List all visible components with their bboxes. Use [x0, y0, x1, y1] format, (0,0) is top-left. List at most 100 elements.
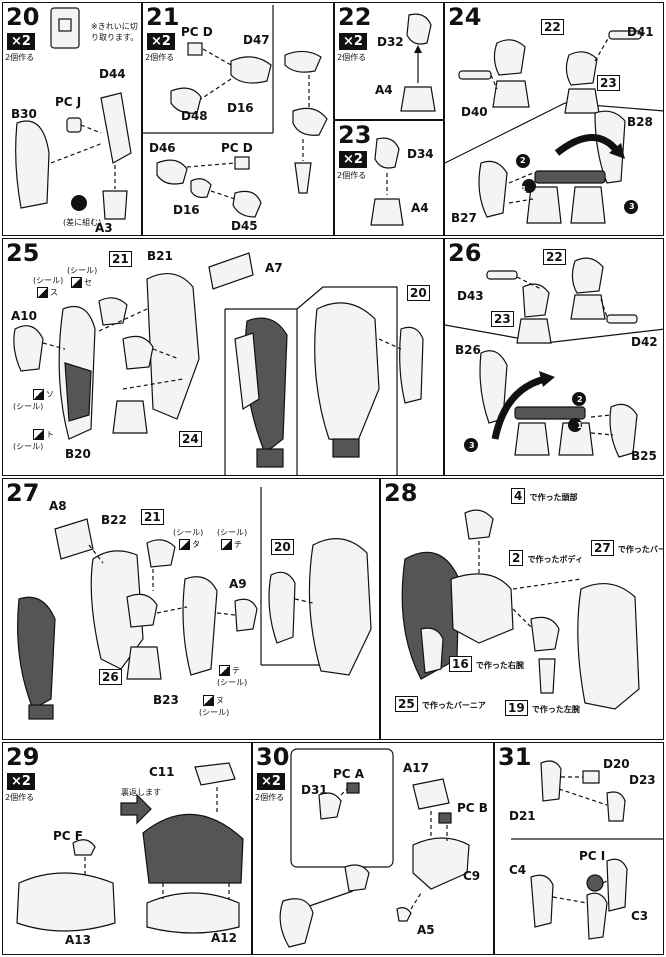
step-30-drawing: [279, 748, 470, 948]
seal-word: (シール): [217, 528, 248, 537]
step-number: 24: [448, 3, 482, 31]
step-reference: 22: [543, 249, 566, 265]
step-number: 30: [256, 743, 290, 771]
step-29-drawing: [16, 762, 244, 934]
part-label: B25: [631, 449, 657, 463]
step-31-drawing: [511, 760, 663, 940]
order-number: 2: [577, 395, 583, 404]
step-reference: 24: [179, 431, 202, 447]
step-25-drawing: [13, 252, 424, 475]
seal-marker: ス: [37, 287, 58, 298]
part-label: PC J: [55, 95, 82, 109]
order-number: 1: [577, 421, 583, 430]
seal-word: (シール): [217, 678, 248, 687]
step-number: 20: [6, 3, 40, 31]
part-label: A5: [417, 923, 435, 937]
step-reference: 2: [509, 550, 524, 566]
part-label: B28: [627, 115, 653, 129]
callout: 27 で作ったバーニア: [591, 540, 663, 556]
step-23-panel: 23 ×2 2個作る D34 A4: [334, 120, 444, 236]
multiplier-badge: ×2: [339, 151, 367, 168]
step-21-drawing: [143, 5, 328, 218]
step-number: 27: [6, 479, 40, 507]
seal-note: (シール): [173, 527, 203, 538]
seal-word: (シール): [13, 442, 44, 451]
multiplier-badge: ×2: [147, 33, 175, 50]
part-label: B30: [11, 107, 37, 121]
seal-icon: [219, 665, 230, 676]
seal-word: (シール): [173, 528, 204, 537]
part-label: D32: [377, 35, 404, 49]
step-reference: 19: [505, 700, 528, 716]
part-label: B26: [455, 343, 481, 357]
seal-note: (シール): [13, 401, 43, 412]
seal-word: (シール): [13, 402, 44, 411]
seal-code: チ: [234, 540, 242, 549]
part-label: A4: [411, 201, 429, 215]
seal-code: テ: [232, 666, 240, 675]
part-label: D46: [149, 141, 176, 155]
multiplier-badge: ×2: [257, 773, 285, 790]
seal-note: (シール): [217, 527, 247, 538]
part-label: D16: [173, 203, 200, 217]
step-number: 28: [384, 479, 418, 507]
step-reference: 27: [591, 540, 614, 556]
part-label: A4: [375, 83, 393, 97]
multiplier-badge: ×2: [339, 33, 367, 50]
callout-text: で作った右腕: [475, 661, 524, 670]
part-label: A10: [11, 309, 37, 323]
part-label: A12: [211, 931, 237, 945]
seal-word: (シール): [33, 276, 64, 285]
part-label: D44: [99, 67, 126, 81]
seal-marker: ソ: [33, 389, 54, 400]
step-26-drawing: [445, 257, 663, 458]
step-25-panel: 25 21 24 20 B: [2, 238, 444, 476]
callout-text: で作った頭部: [529, 493, 578, 502]
part-label: D47: [243, 33, 270, 47]
step-reference: 22: [541, 19, 564, 35]
step-number: 22: [338, 3, 372, 31]
step-reference: 20: [407, 285, 430, 301]
step-reference: 26: [99, 669, 122, 685]
seal-code: セ: [84, 278, 92, 287]
part-label: PC B: [457, 801, 488, 815]
make-two-label: 2個作る: [5, 793, 35, 802]
part-label: C9: [463, 869, 481, 883]
step-reference: 21: [141, 509, 164, 525]
seal-code: ヌ: [216, 696, 224, 705]
part-label: D41: [627, 25, 654, 39]
multiplier-badge: ×2: [7, 773, 35, 790]
step-reference: 16: [449, 656, 472, 672]
seal-note: (シール): [33, 275, 63, 286]
callout: 2 で作ったボディ: [509, 550, 583, 566]
part-label: B21: [147, 249, 173, 263]
seal-icon: [203, 695, 214, 706]
part-label: D48: [181, 109, 208, 123]
step-29-panel: 29 ×2 2個作る PC F C11 A13 A12 裏返します: [2, 742, 252, 955]
part-label: D43: [457, 289, 484, 303]
part-label: B23: [153, 693, 179, 707]
step-21-panel: 21 ×2 2個作る PC D D47 D16 D48 D46: [142, 2, 334, 236]
part-label: C4: [509, 863, 527, 877]
step-27-drawing: [17, 487, 372, 720]
part-label: D45: [231, 219, 258, 233]
step-number: 23: [338, 121, 372, 149]
seal-code: ソ: [46, 390, 54, 399]
order-number: 3: [629, 202, 635, 211]
seal-icon: [33, 429, 44, 440]
step-reference: 23: [597, 75, 620, 91]
step-reference: 4: [511, 488, 526, 504]
callout: 16 で作った右腕: [449, 656, 524, 672]
part-label: PC A: [333, 767, 365, 781]
step-24-drawing: [445, 30, 663, 224]
seal-icon: [37, 287, 48, 298]
part-label: A8: [49, 499, 67, 513]
step-22-panel: 22 ×2 2個作る D32 A4: [334, 2, 444, 120]
seal-word: (シール): [199, 708, 230, 717]
callout-text: で作ったバーニア: [617, 545, 663, 554]
part-label: A13: [65, 933, 91, 947]
seal-code: ト: [46, 430, 54, 439]
seal-note: (シール): [67, 265, 97, 276]
step-number: 29: [6, 743, 40, 771]
seal-marker: チ: [221, 539, 242, 550]
